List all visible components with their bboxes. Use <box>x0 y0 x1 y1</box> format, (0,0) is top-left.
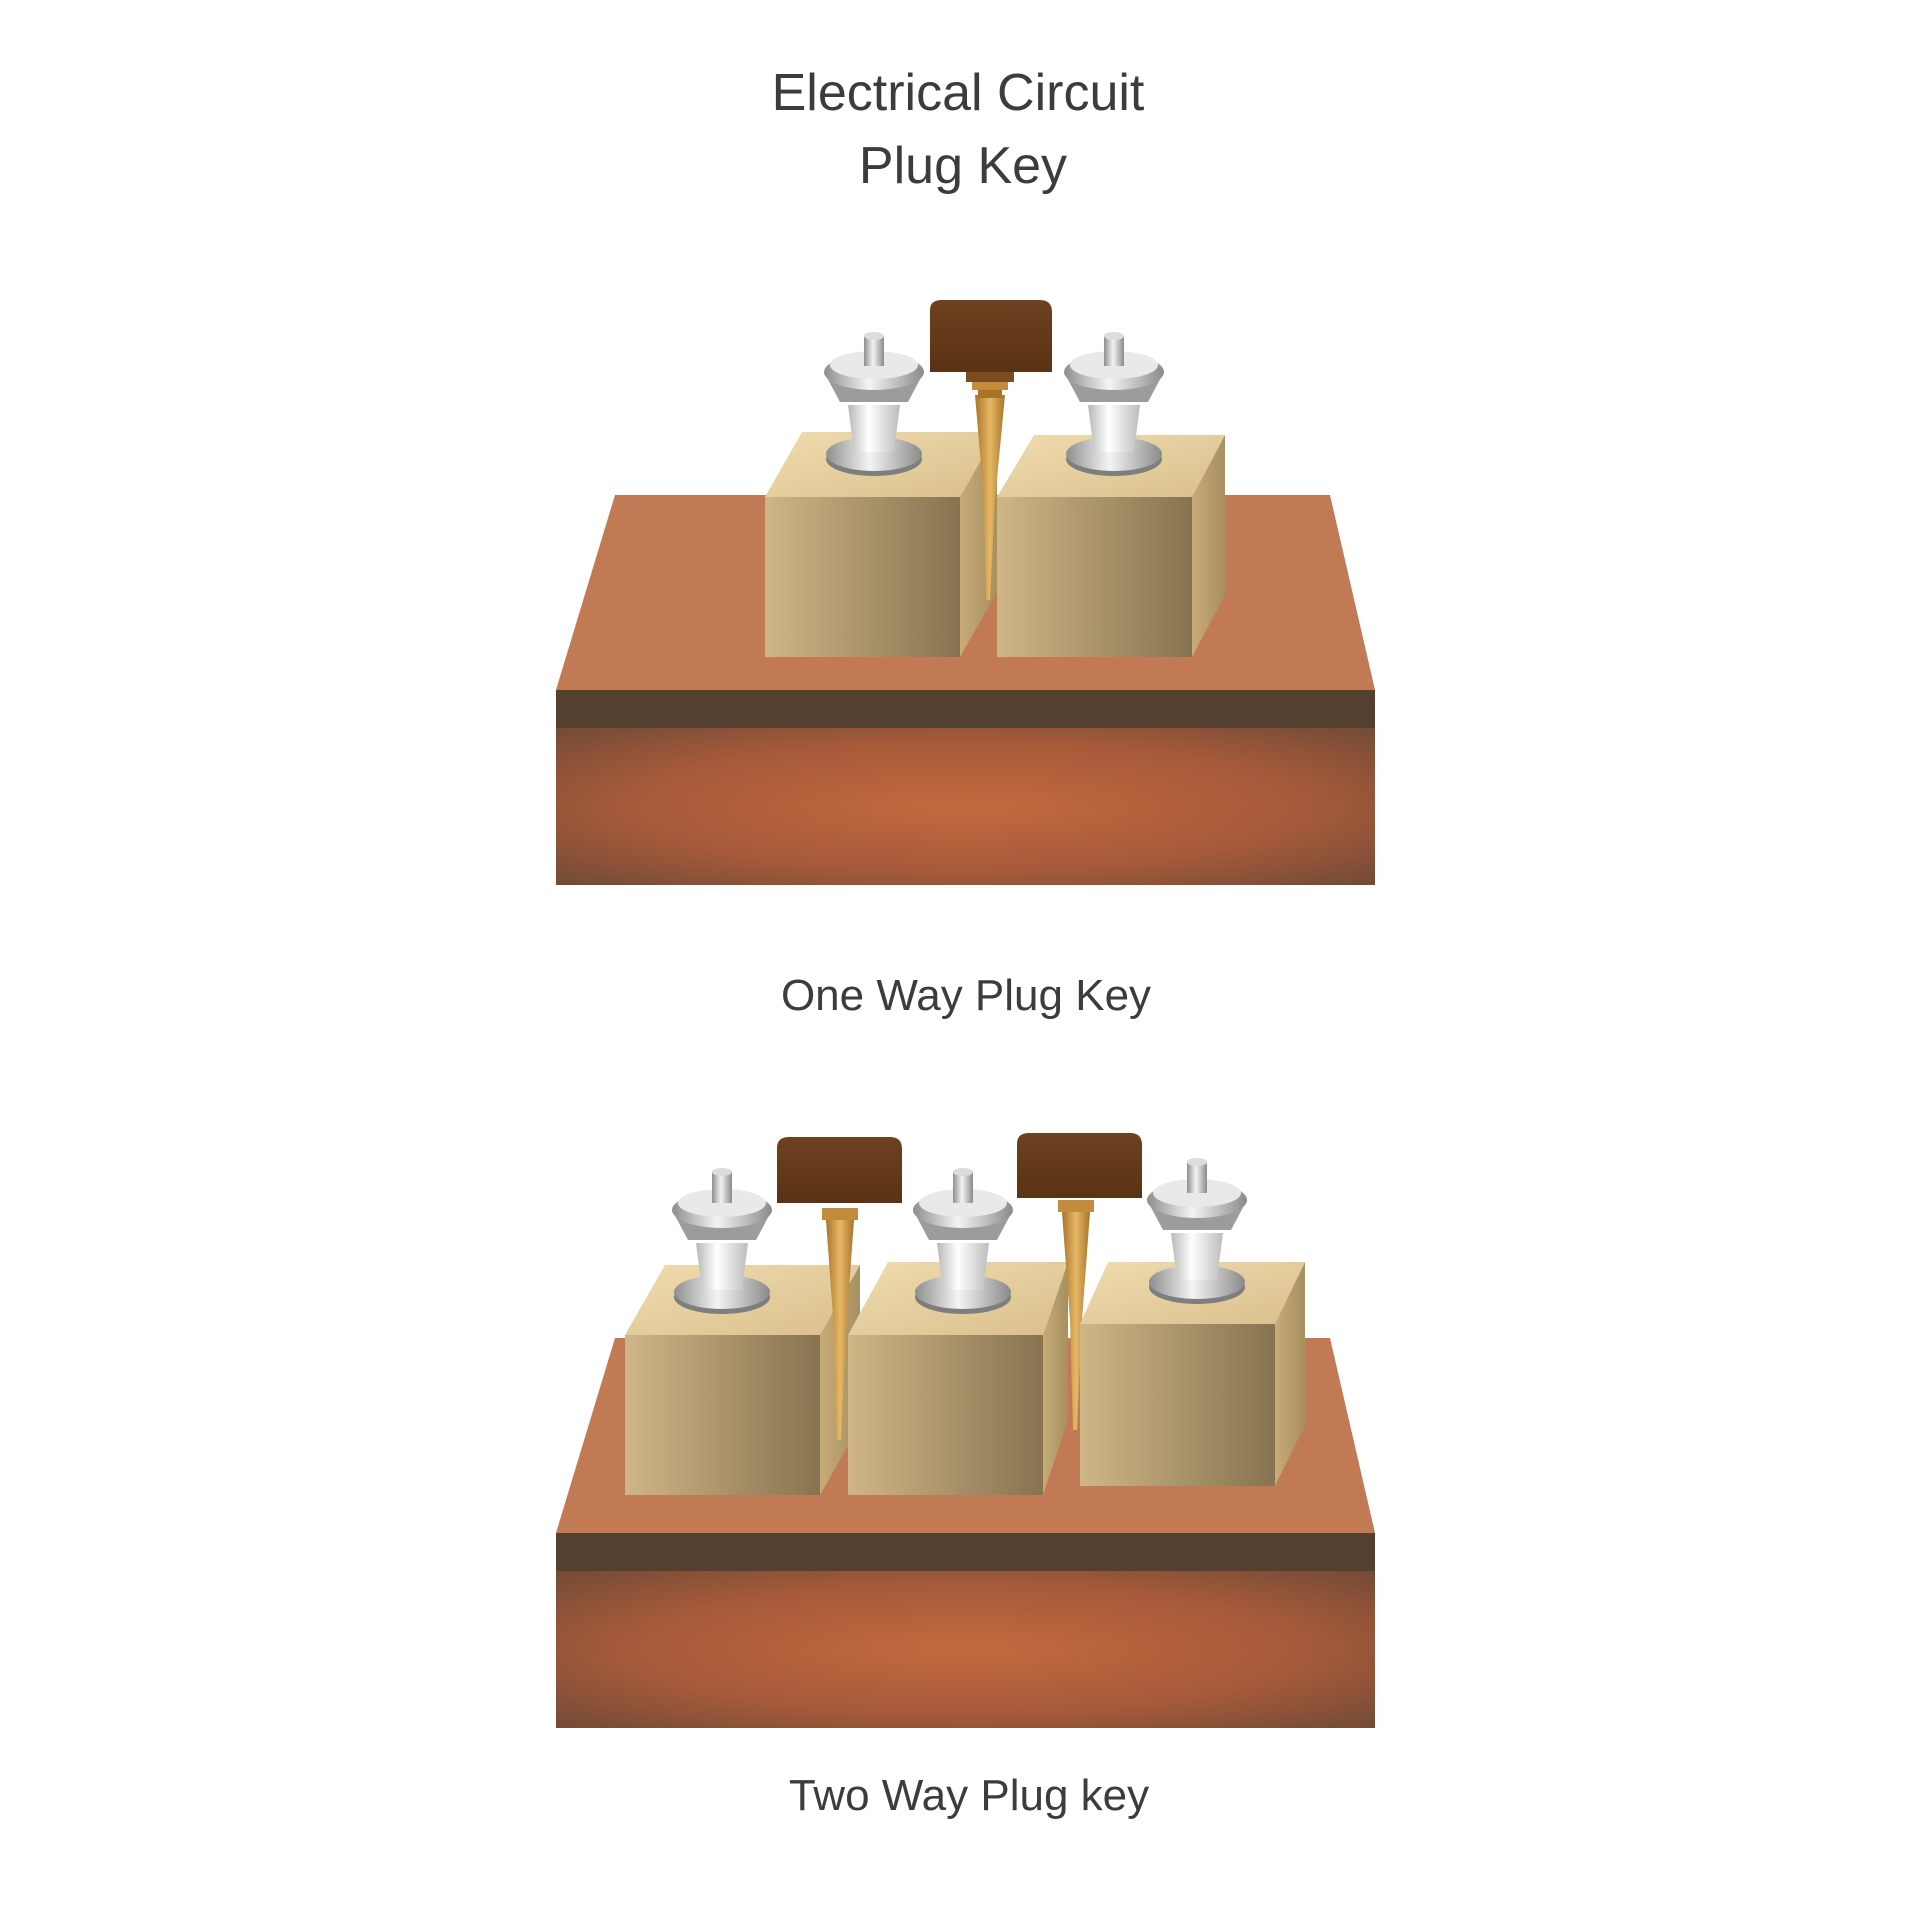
terminal-screw <box>1064 332 1164 476</box>
brass-block <box>997 435 1225 657</box>
brass-block <box>1080 1262 1305 1486</box>
caption-one-way: One Way Plug Key <box>781 971 1151 1020</box>
title-line-2: Plug Key <box>859 137 1067 195</box>
plug-handle <box>777 1137 902 1203</box>
plug-handle <box>1017 1133 1142 1198</box>
plug-handle <box>930 300 1052 382</box>
plug-pin <box>822 1208 858 1440</box>
one-way-plug-key <box>556 300 1375 885</box>
caption-two-way: Two Way Plug key <box>789 1771 1149 1820</box>
terminal-screw <box>1147 1158 1247 1304</box>
plug-pin <box>1058 1200 1094 1430</box>
terminal-screw <box>913 1168 1013 1314</box>
terminal-screw <box>824 332 924 476</box>
two-way-plug-key <box>556 1133 1375 1728</box>
terminal-screw <box>672 1168 772 1314</box>
title-line-1: Electrical Circuit <box>772 64 1145 122</box>
